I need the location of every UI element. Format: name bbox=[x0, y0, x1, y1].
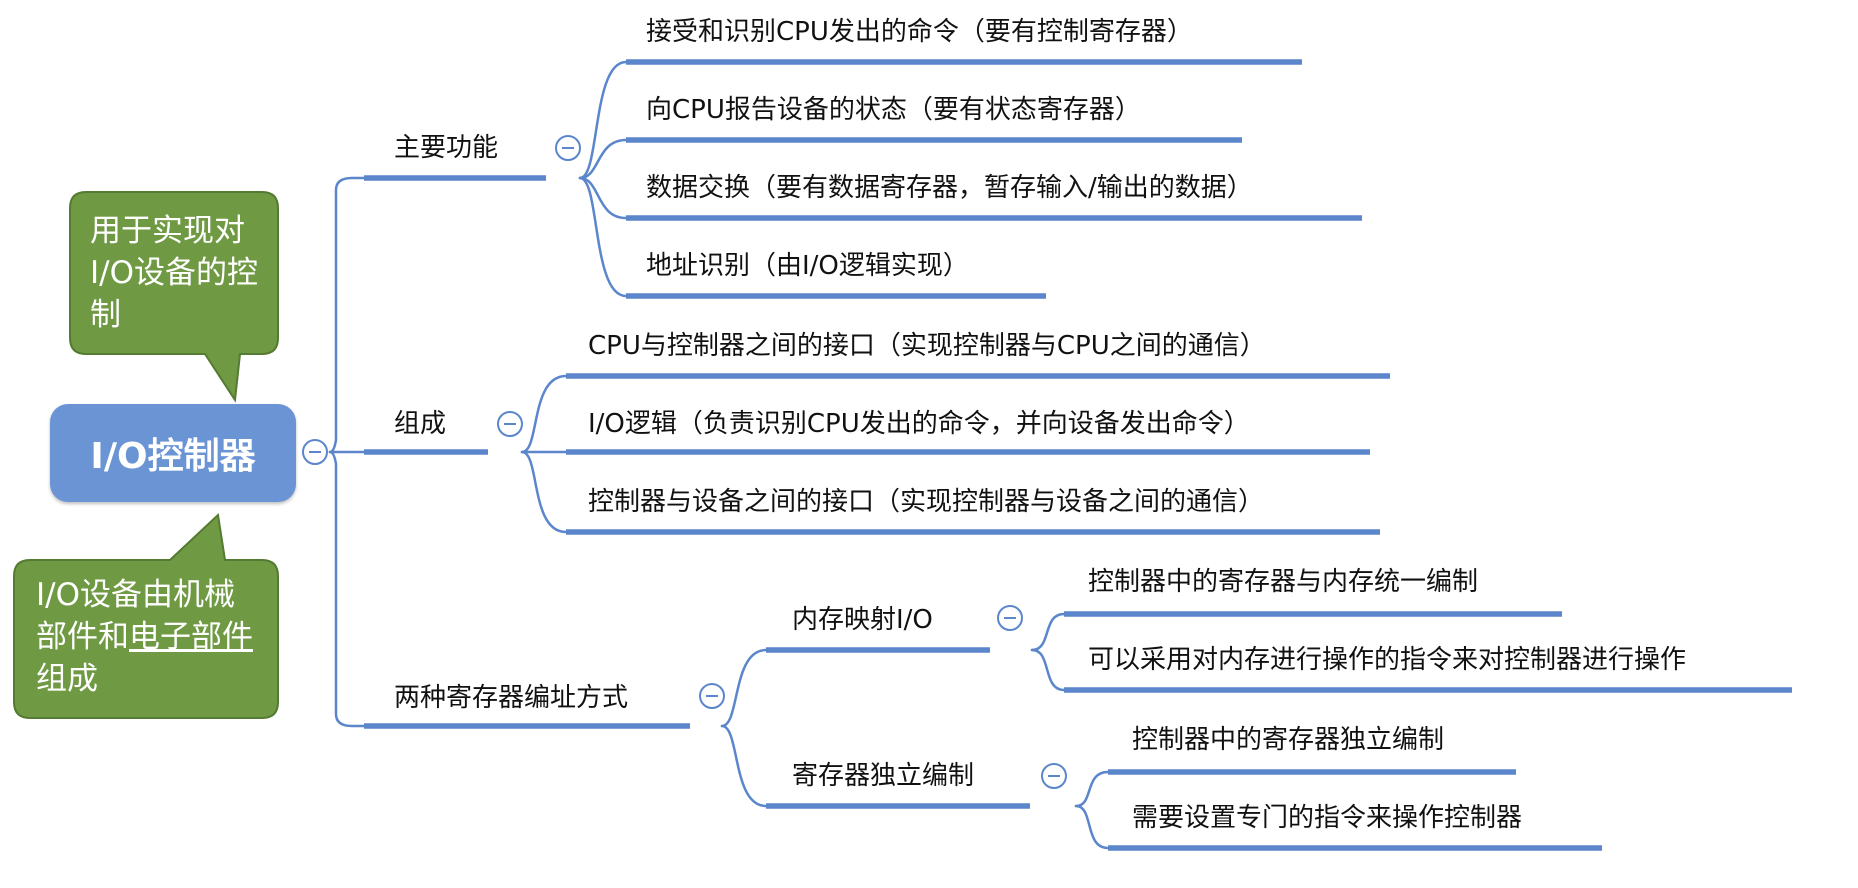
collapse-root-button[interactable] bbox=[302, 439, 328, 465]
edge-functions-item1 bbox=[578, 60, 628, 180]
node-functions-item3[interactable]: 数据交换（要有数据寄存器，暂存输入/输出的数据） bbox=[646, 173, 1253, 203]
node-memory-mapped[interactable]: 内存映射I/O bbox=[792, 605, 933, 635]
callout-bottom-bubble bbox=[13, 512, 279, 719]
callout-bottom-underlined: 电子部件 bbox=[129, 619, 253, 655]
node-composition-item1[interactable]: CPU与控制器之间的接口（实现控制器与CPU之间的通信） bbox=[588, 331, 1266, 361]
collapse-independent-button[interactable] bbox=[1041, 763, 1067, 789]
node-independent-item1[interactable]: 控制器中的寄存器独立编制 bbox=[1132, 725, 1445, 755]
node-functions-item2[interactable]: 向CPU报告设备的状态（要有状态寄存器） bbox=[646, 95, 1141, 125]
callout-top-bubble bbox=[69, 191, 279, 403]
node-addressing[interactable]: 两种寄存器编址方式 bbox=[394, 683, 629, 713]
root-label: I/O控制器 bbox=[90, 436, 256, 477]
edge-independent-item1 bbox=[1074, 770, 1110, 808]
collapse-functions-button[interactable] bbox=[555, 135, 581, 161]
node-functions[interactable]: 主要功能 bbox=[394, 133, 499, 163]
edge-independent-item2 bbox=[1074, 804, 1110, 850]
node-independent[interactable]: 寄存器独立编制 bbox=[792, 761, 975, 791]
node-composition[interactable]: 组成 bbox=[394, 409, 447, 439]
edge-functions-item4 bbox=[578, 176, 628, 298]
edge-functions-item2 bbox=[578, 138, 628, 180]
edge-root-addressing bbox=[328, 450, 370, 728]
node-memory-item1[interactable]: 控制器中的寄存器与内存统一编制 bbox=[1088, 567, 1479, 597]
callout-top-text: 用于实现对I/O设备的控制 bbox=[90, 213, 258, 333]
edge-composition-item1 bbox=[520, 374, 568, 454]
node-memory-item2[interactable]: 可以采用对内存进行操作的指令来对控制器进行操作 bbox=[1088, 645, 1687, 675]
edge-memory-item1 bbox=[1030, 612, 1066, 652]
node-composition-item3[interactable]: 控制器与设备之间的接口（实现控制器与设备之间的通信） bbox=[588, 487, 1265, 517]
edge-root-functions bbox=[328, 176, 370, 454]
edge-composition-item3 bbox=[520, 450, 568, 534]
node-independent-item2[interactable]: 需要设置专门的指令来操作控制器 bbox=[1132, 803, 1523, 833]
edge-addressing-independent bbox=[720, 724, 768, 808]
callout-bottom-text: I/O设备由机械部件和电子部件组成 bbox=[36, 574, 256, 700]
collapse-addressing-button[interactable] bbox=[699, 683, 725, 709]
callout-bottom-part2: 组成 bbox=[36, 661, 98, 697]
edge-functions-item3 bbox=[578, 176, 628, 220]
node-functions-item1[interactable]: 接受和识别CPU发出的命令（要有控制寄存器） bbox=[646, 17, 1193, 47]
edge-memory-item2 bbox=[1030, 648, 1066, 692]
node-functions-item4[interactable]: 地址识别（由I/O逻辑实现） bbox=[646, 251, 969, 281]
root-node[interactable]: I/O控制器 bbox=[50, 404, 296, 502]
node-composition-item2[interactable]: I/O逻辑（负责识别CPU发出的命令，并向设备发出命令） bbox=[588, 409, 1250, 439]
edge-addressing-memory bbox=[720, 648, 768, 728]
collapse-memory-mapped-button[interactable] bbox=[997, 605, 1023, 631]
callout-bottom-part1: I/O设备由机械部件和 bbox=[36, 577, 235, 655]
collapse-composition-button[interactable] bbox=[497, 411, 523, 437]
